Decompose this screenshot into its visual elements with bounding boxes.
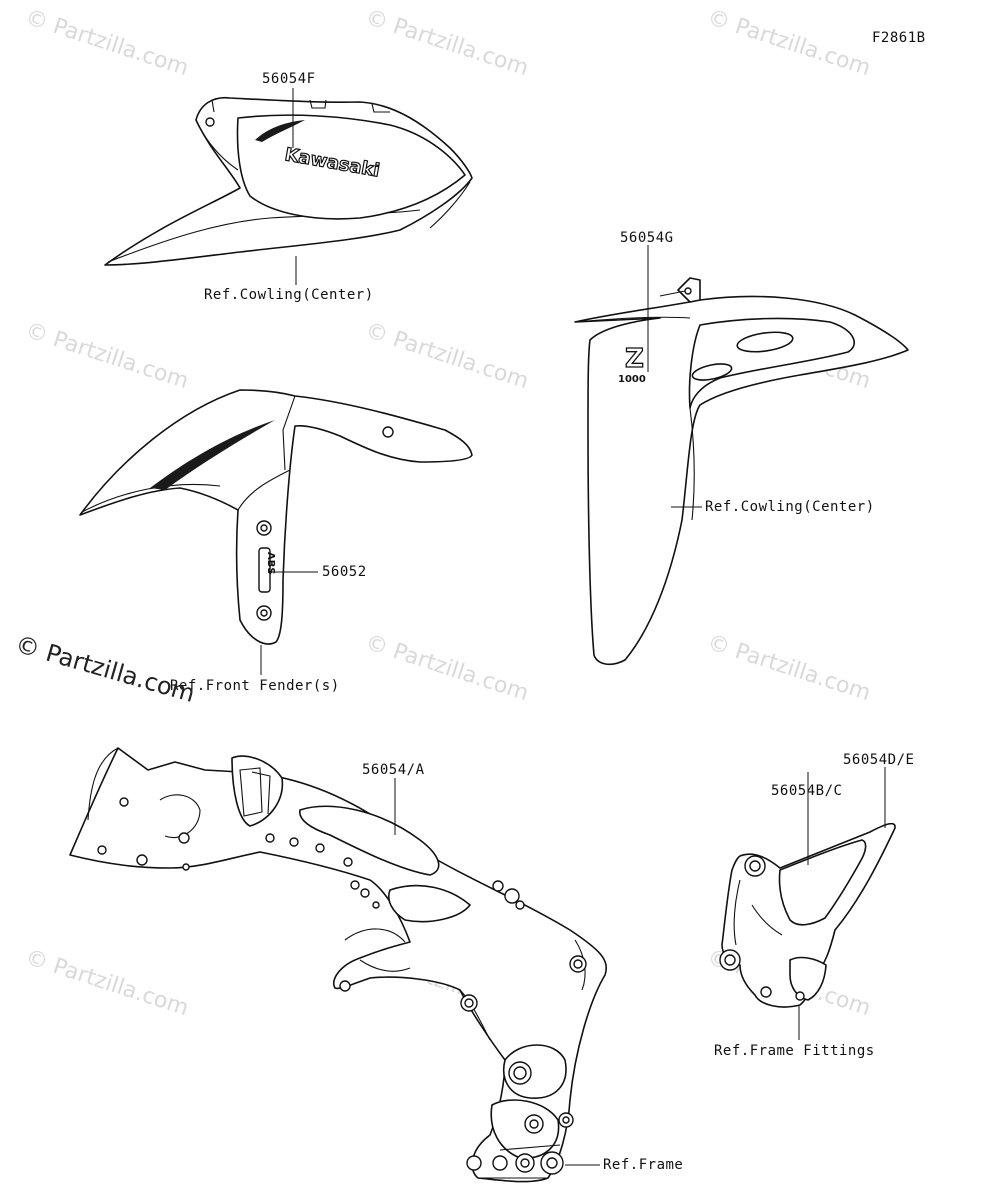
callout-56054bc: 56054B/C: [771, 783, 843, 799]
callout-ref-frame-fittings: Ref.Frame Fittings: [714, 1043, 875, 1059]
callout-56054g: 56054G: [620, 230, 674, 246]
callout-56054a: 56054/A: [362, 762, 425, 778]
frame-fitting: [719, 822, 896, 1008]
cowling-center-upper: [104, 96, 473, 266]
callout-ref-cowling-center-upper: Ref.Cowling(Center): [204, 287, 374, 303]
z-decal: Z: [625, 344, 644, 374]
callout-56054f: 56054F: [262, 71, 316, 87]
callout-ref-cowling-center-side: Ref.Cowling(Center): [705, 499, 875, 515]
diagram-code: F2861B: [872, 30, 926, 46]
main-frame: [69, 747, 607, 1183]
leader-lines: [260, 88, 886, 1166]
abs-decal: ABS: [265, 552, 276, 575]
callout-56052: 56052: [322, 564, 367, 580]
callout-ref-frame: Ref.Frame: [603, 1157, 684, 1173]
callout-ref-front-fender: Ref.Front Fender(s): [170, 678, 340, 694]
cowling-center-side: [574, 277, 909, 666]
callout-56054de: 56054D/E: [843, 752, 915, 768]
z-decal-number: 1000: [618, 374, 646, 385]
front-fender: [79, 389, 473, 645]
